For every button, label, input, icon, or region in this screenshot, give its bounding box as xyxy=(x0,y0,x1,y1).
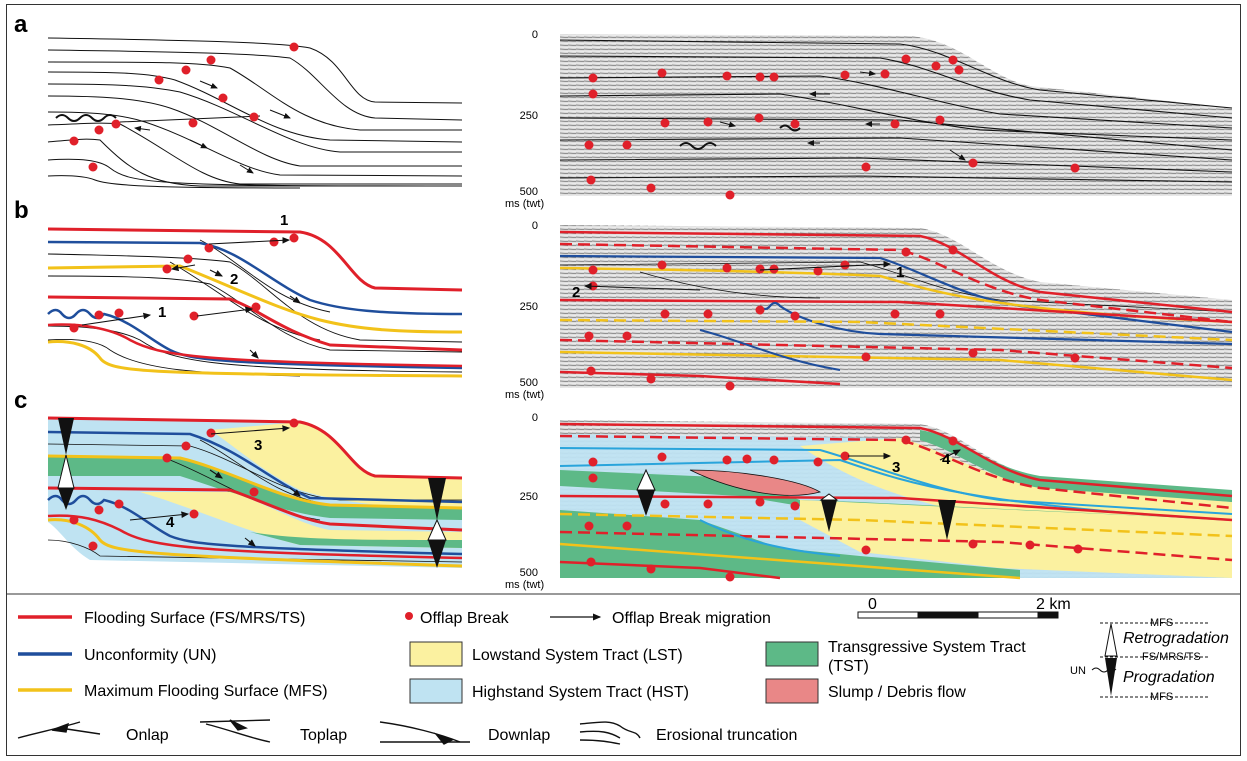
legend-lst-swatch xyxy=(409,641,463,667)
axis-unit-b: ms (twt) xyxy=(505,389,544,401)
erosional-truncation-symbol xyxy=(579,721,641,745)
panel-b-axis: 0 250 500 ms (twt) xyxy=(505,220,544,401)
panel-a-axis: 0 250 500 ms (twt) xyxy=(505,29,544,210)
seismic-migration-label-3: 3 xyxy=(892,459,900,476)
panel-b-line-drawing xyxy=(47,227,463,378)
stacking-progradation: Progradation xyxy=(1123,669,1215,686)
panel-a-arrows xyxy=(134,80,291,174)
migration-label-1-lower: 1 xyxy=(158,304,166,321)
legend-erosional-label: Erosional truncation xyxy=(656,727,797,744)
axis-tick-0-c: 0 xyxy=(532,412,538,424)
axis-tick-250-c: 250 xyxy=(520,491,538,503)
legend-onlap-label: Onlap xyxy=(126,727,169,744)
onlap-symbol xyxy=(17,721,101,739)
downlap-symbol xyxy=(379,721,470,745)
legend-un-label: Unconformity (UN) xyxy=(84,647,216,664)
migration-label-1-upper: 1 xyxy=(280,212,288,229)
legend-mfs-label: Maximum Flooding Surface (MFS) xyxy=(84,683,328,700)
legend-slump-swatch xyxy=(765,678,819,704)
panel-letter-c: c xyxy=(14,387,27,414)
panel-b-arrows xyxy=(81,237,301,359)
panel-b-migration-labels: 1 2 1 xyxy=(158,212,288,321)
axis-tick-0: 0 xyxy=(532,29,538,41)
legend-tst-label-2: (TST) xyxy=(828,658,869,675)
legend-offlap-label: Offlap Break xyxy=(420,610,510,627)
panel-c-arrows xyxy=(129,425,301,547)
panel-c-offlap-points xyxy=(69,418,299,551)
figure-frame xyxy=(6,4,1241,756)
scale-bar-end: 2 km xyxy=(1036,596,1071,613)
panel-letter-b: b xyxy=(14,197,29,224)
stacking-retrogradation: Retrogradation xyxy=(1123,630,1229,647)
toplap-symbol xyxy=(199,719,271,743)
axis-tick-250-b: 250 xyxy=(520,301,538,313)
panel-letter-a: a xyxy=(14,11,28,38)
panel-a-offlap-points xyxy=(69,42,299,172)
stacking-mfs-top: MFS xyxy=(1150,617,1173,629)
legend-migration-label: Offlap Break migration xyxy=(612,610,771,627)
legend-tst-label-1: Transgressive System Tract xyxy=(828,639,1026,656)
axis-tick-0-b: 0 xyxy=(532,220,538,232)
scale-bar: 0 2 km xyxy=(857,596,1071,619)
stacking-mfs-bottom: MFS xyxy=(1150,691,1173,703)
panel-a-seismic xyxy=(559,34,1233,200)
migration-label-4: 4 xyxy=(166,514,175,531)
panel-c-axis: 0 250 500 ms (twt) xyxy=(505,412,544,591)
legend-hst-label: Highstand System Tract (HST) xyxy=(472,684,689,701)
legend-hst-swatch xyxy=(409,678,463,704)
legend-toplap-label: Toplap xyxy=(300,727,347,744)
legend-slump-label: Slump / Debris flow xyxy=(828,684,966,701)
stacking-fs: FS/MRS/TS xyxy=(1142,651,1201,663)
legend-lst-label: Lowstand System Tract (LST) xyxy=(472,647,683,664)
axis-tick-250: 250 xyxy=(520,110,538,122)
axis-tick-500: 500 xyxy=(520,186,538,198)
legend-offlap-dot xyxy=(405,612,413,620)
seismic-migration-label-4: 4 xyxy=(942,451,951,468)
axis-unit-c: ms (twt) xyxy=(505,579,544,591)
panel-b-seismic: 1 2 xyxy=(559,225,1233,391)
axis-tick-500-b: 500 xyxy=(520,377,538,389)
panel-a-line-drawing xyxy=(47,37,463,189)
seismic-migration-label-2: 2 xyxy=(572,284,580,301)
legend-downlap-label: Downlap xyxy=(488,727,550,744)
axis-tick-500-c: 500 xyxy=(520,567,538,579)
migration-label-2: 2 xyxy=(230,271,238,288)
stacking-key: MFS Retrogradation FS/MRS/TS UN Prograda… xyxy=(1070,617,1229,703)
panel-c-migration-labels: 3 4 xyxy=(166,437,262,531)
legend-fs-label: Flooding Surface (FS/MRS/TS) xyxy=(84,610,305,627)
legend-tst-swatch xyxy=(765,641,819,667)
axis-unit: ms (twt) xyxy=(505,198,544,210)
stacking-un: UN xyxy=(1070,665,1086,677)
panel-b-offlap-points xyxy=(69,233,299,333)
panel-c-seismic: 3 4 xyxy=(559,420,1233,582)
migration-label-3: 3 xyxy=(254,437,262,454)
seismic-migration-label-1: 1 xyxy=(896,264,904,281)
legend: Flooding Surface (FS/MRS/TS) Unconformit… xyxy=(17,596,1229,745)
scale-bar-start: 0 xyxy=(868,596,877,613)
